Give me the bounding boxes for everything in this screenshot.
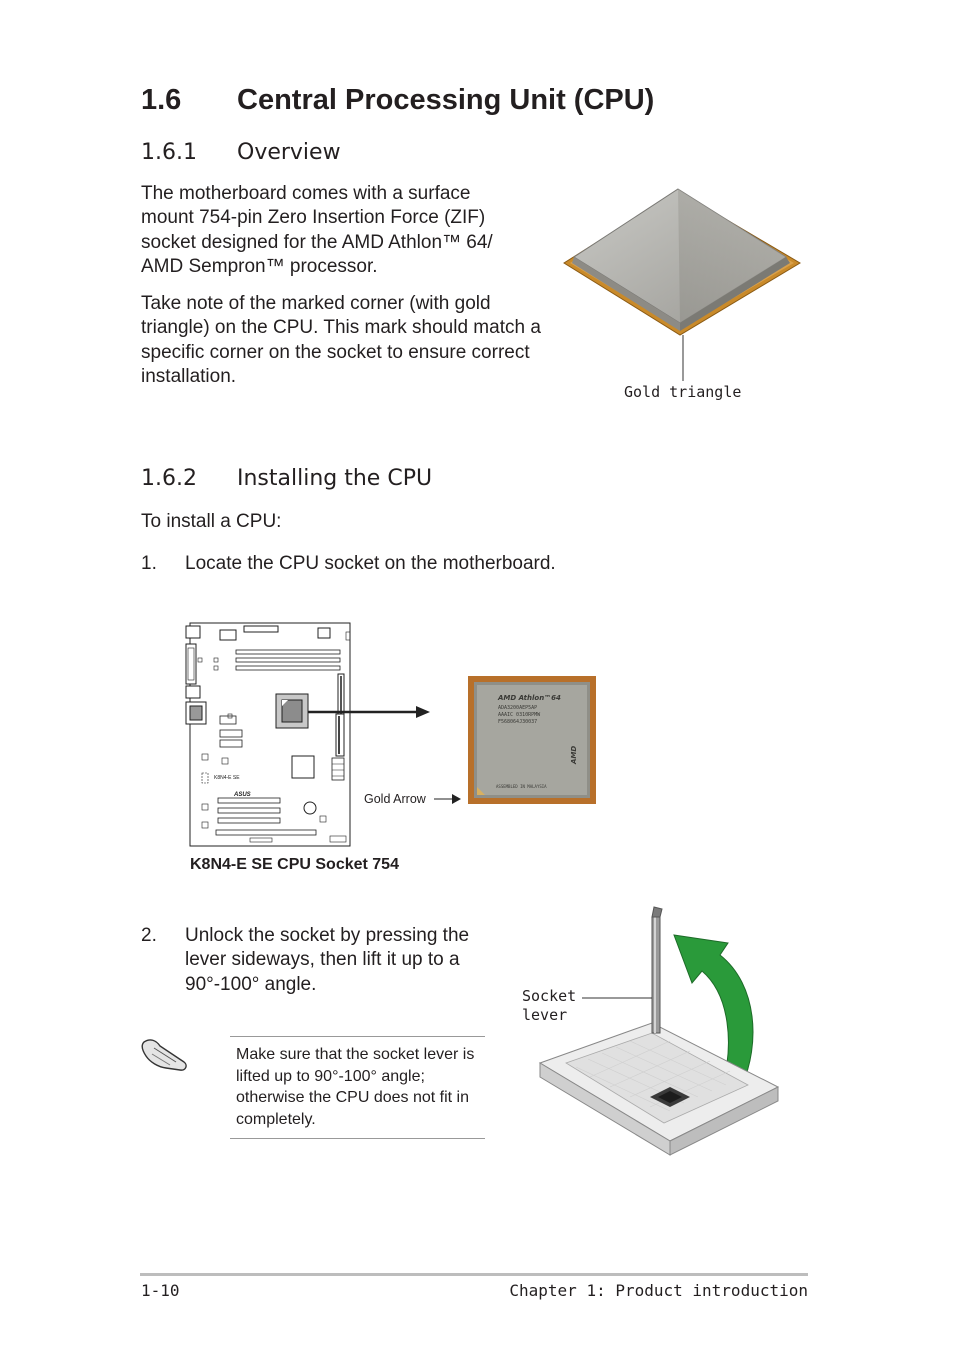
section-number: 1.6 — [141, 84, 182, 116]
cpu-chip-model: ADA3200AEP5AP — [498, 705, 537, 711]
footer-chapter: Chapter 1: Product introduction — [509, 1281, 808, 1300]
overview-number: 1.6.1 — [141, 140, 197, 165]
cpu-chip-origin: ASSEMBLED IN MALAYSIA — [496, 784, 547, 789]
gold-arrow-pointer — [434, 794, 461, 804]
gold-arrow-label: Gold Arrow — [364, 792, 426, 806]
board-brand: ASUS — [233, 792, 251, 798]
installing-heading: 1.6.2 Installing the CPU — [141, 466, 432, 491]
section-heading: 1.6 Central Processing Unit (CPU) — [141, 84, 654, 117]
cpu-chip-lot: F568064J30037 — [498, 719, 537, 725]
installing-number: 1.6.2 — [141, 466, 197, 491]
overview-paragraph-2: Take note of the marked corner (with gol… — [141, 293, 541, 387]
overview-paragraph-1: The motherboard comes with a surface mou… — [141, 183, 493, 277]
installing-title: Installing the CPU — [237, 466, 433, 491]
gold-triangle-label: Gold triangle — [624, 383, 742, 401]
note-text: Make sure that the socket lever is lifte… — [236, 1046, 475, 1128]
step-1-text: Locate the CPU socket on the motherboard… — [185, 553, 556, 574]
motherboard-figure-caption: K8N4-E SE CPU Socket 754 — [190, 856, 399, 873]
socket-lever-label-line-1: Socket — [522, 987, 577, 1005]
step-1-number: 1. — [141, 553, 157, 574]
cpu-chip-brand: AMD Athlon™64 — [497, 694, 561, 702]
step-2: 2. Unlock the socket by pressing the lev… — [141, 924, 486, 997]
section-title: Central Processing Unit (CPU) — [237, 84, 655, 116]
footer-page-number: 1-10 — [141, 1281, 180, 1300]
overview-title: Overview — [237, 140, 341, 165]
step-2-number: 2. — [141, 925, 157, 946]
overview-heading: 1.6.1 Overview — [141, 140, 341, 165]
footer-rule — [140, 1273, 808, 1276]
install-intro: To install a CPU: — [141, 511, 282, 532]
motherboard-diagram: K8N4-E SE ASUS — [185, 622, 430, 847]
step-1: 1. Locate the CPU socket on the motherbo… — [141, 552, 556, 576]
cpu-chip-logo: AMD — [570, 746, 578, 765]
note-bottom-rule — [230, 1138, 485, 1139]
note-hand-icon — [141, 1039, 187, 1071]
step-2-text: Unlock the socket by pressing the lever … — [185, 925, 470, 995]
socket-illustration — [538, 906, 780, 1156]
socket-lever-label-line-2: lever — [522, 1006, 568, 1024]
cpu-photo: AMD Athlon™64 ADA3200AEP5AP AAAIC 0310RP… — [468, 676, 596, 804]
note-top-rule — [230, 1036, 485, 1037]
cpu-chip-code: AAAIC 0310RPMW — [498, 712, 541, 718]
board-label: K8N4-E SE — [214, 775, 240, 781]
cpu-illustration — [563, 188, 801, 381]
